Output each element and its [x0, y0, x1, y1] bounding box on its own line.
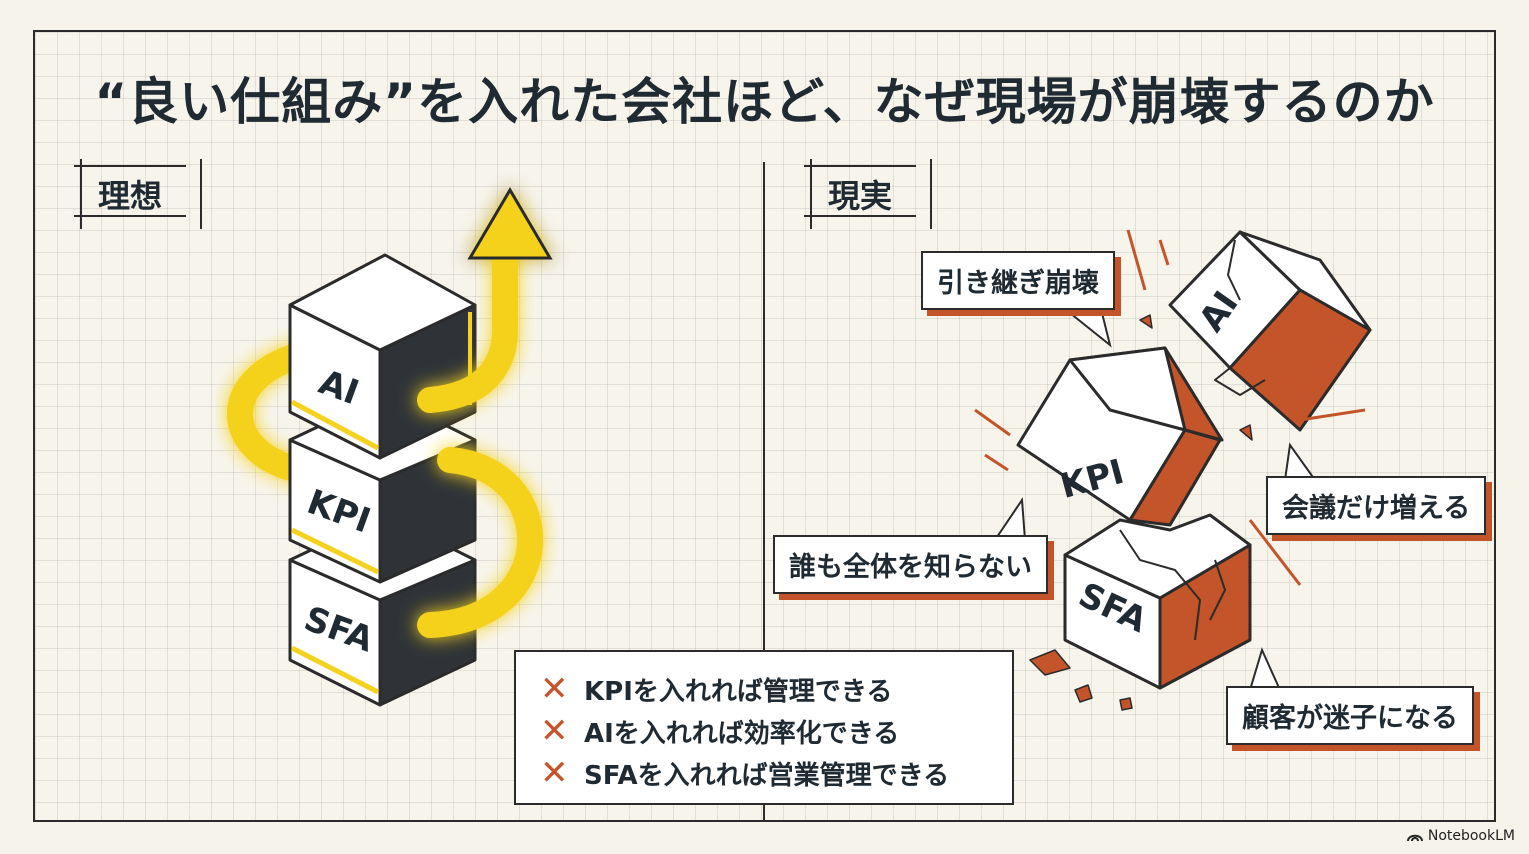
- reality-block-sfa: [1063, 513, 1252, 690]
- callout-customer-lost: 顧客が迷子になる: [1226, 686, 1474, 745]
- myth-item: ✕ SFAを入れれば営業管理できる: [540, 752, 988, 794]
- ideal-block-ai: [288, 253, 477, 460]
- brand-watermark: NotebookLM: [1406, 828, 1515, 844]
- myth-text: AIを入れれば効率化できる: [584, 718, 900, 749]
- myth-text: SFAを入れれば営業管理できる: [584, 760, 950, 791]
- cross-icon: ✕: [540, 711, 569, 751]
- section-label-reality: 現実: [803, 159, 917, 229]
- brand-name: NotebookLM: [1427, 828, 1515, 844]
- reality-block-kpi: [1016, 346, 1224, 527]
- notebooklm-logo-icon: [1406, 834, 1423, 842]
- debris: [1029, 314, 1253, 711]
- callout-pointers: [993, 304, 1317, 691]
- spiral-arrow-back: [227, 342, 313, 483]
- myth-item: ✕ AIを入れれば効率化できる: [540, 710, 988, 752]
- myth-text: KPIを入れれば管理できる: [584, 676, 893, 707]
- cross-icon: ✕: [540, 669, 569, 709]
- center-divider: [763, 162, 765, 822]
- callout-handover-collapse: 引き継ぎ崩壊: [921, 251, 1115, 310]
- callout-nobody-knows-whole: 誰も全体を知らない: [773, 535, 1048, 594]
- impact-lines: [974, 229, 1366, 586]
- section-label-ideal: 理想: [73, 159, 187, 229]
- spiral-arrow-front: [417, 187, 553, 638]
- cross-icon: ✕: [540, 753, 569, 793]
- reality-block-stack: [974, 229, 1372, 711]
- reality-block-ai: [1168, 230, 1372, 432]
- callout-more-meetings: 会議だけ増える: [1266, 476, 1487, 535]
- myth-item: ✕ KPIを入れれば管理できる: [540, 668, 988, 710]
- myth-list-box: ✕ KPIを入れれば管理できる ✕ AIを入れれば効率化できる ✕ SFAを入れ…: [514, 650, 1014, 805]
- page-title: “良い仕組み”を入れた会社ほど、なぜ現場が崩壊するのか: [94, 73, 1435, 131]
